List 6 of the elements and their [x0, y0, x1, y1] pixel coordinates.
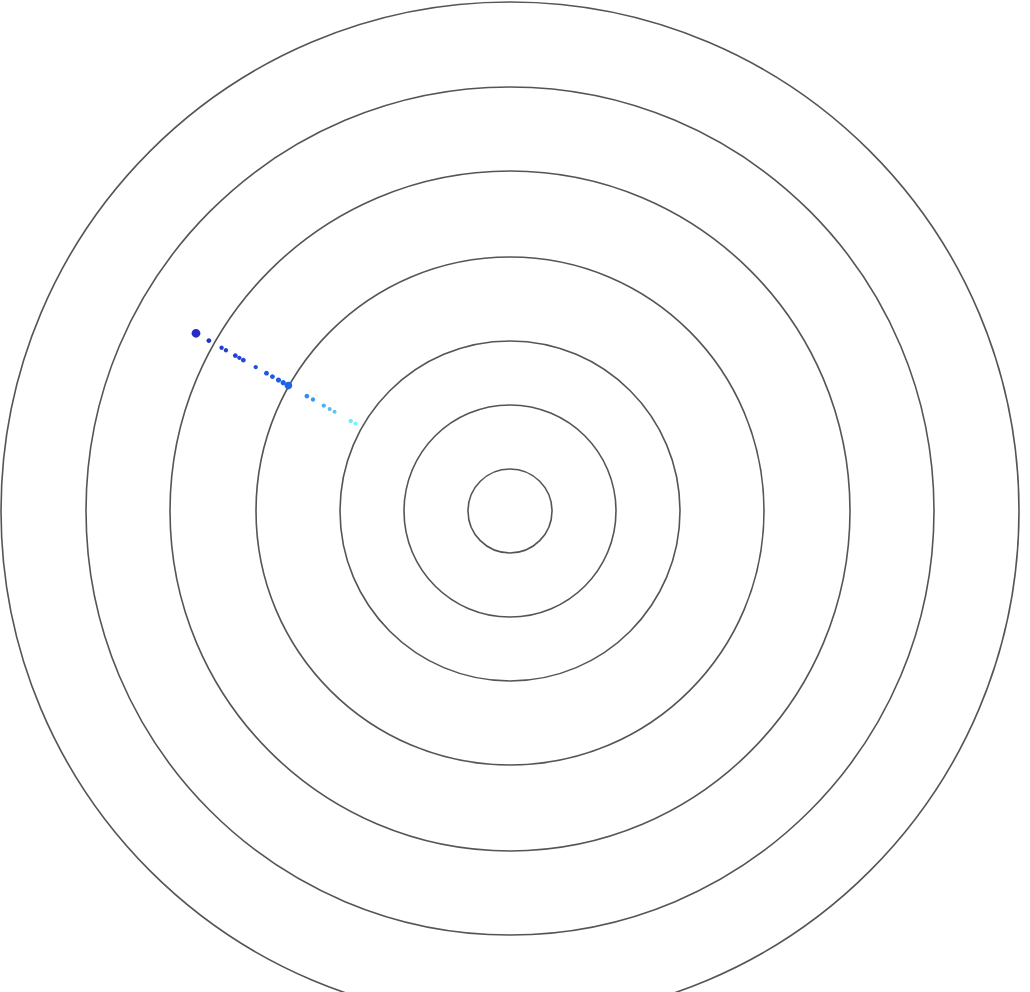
- circle: [85, 86, 935, 936]
- circle: [467, 468, 553, 554]
- circle: [339, 340, 681, 682]
- circle: [169, 170, 851, 852]
- circle: [403, 404, 617, 618]
- circle: [255, 256, 765, 766]
